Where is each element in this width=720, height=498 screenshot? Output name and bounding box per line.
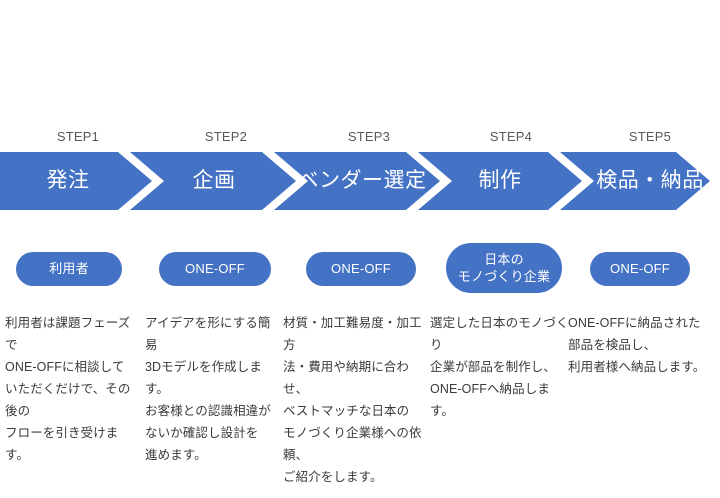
chevron-title-1: 発注	[46, 169, 90, 192]
step-label-3: STEP3	[347, 129, 391, 144]
step-label-4: STEP4	[489, 129, 533, 144]
step-label-2: STEP2	[204, 129, 248, 144]
chevron-shape-2	[130, 152, 296, 210]
chevron-shape-5	[560, 152, 710, 210]
chevron-title-3: ベンダー選定	[297, 169, 427, 192]
actor-badge-4: 日本の モノづくり企業	[446, 243, 562, 293]
chevron-title-4: 制作	[478, 169, 522, 192]
chevron-title-5: 検品・納品	[596, 169, 704, 192]
step-description-1: 利用者は課題フェーズで ONE-OFFに相談して いただくだけで、その後の フロ…	[5, 316, 131, 462]
step-label-1: STEP1	[56, 129, 100, 144]
chevron-title-2: 企画	[192, 169, 236, 192]
actor-badge-1: 利用者	[16, 252, 122, 286]
step-label-5: STEP5	[628, 129, 672, 144]
chevron-shape-1	[0, 152, 152, 210]
actor-badge-5: ONE-OFF	[590, 252, 690, 286]
chevron-shape-3	[274, 152, 440, 210]
step-description-4: 選定した日本のモノづくり 企業が部品を制作し、 ONE-OFFへ納品します。	[430, 316, 569, 418]
actor-badge-2: ONE-OFF	[159, 252, 271, 286]
chevron-shape-4	[418, 152, 582, 210]
actor-badge-3: ONE-OFF	[306, 252, 416, 286]
chevron-band	[0, 146, 720, 216]
step-description-5: ONE-OFFに納品された 部品を検品し、 利用者様へ納品します。	[568, 316, 706, 374]
step-description-2: アイデアを形にする簡易 3Dモデルを作成します。 お客様との認識相違が ないか確…	[145, 316, 271, 462]
step-description-3: 材質・加工難易度・加工方 法・費用や納期に合わせ、 ベストマッチな日本の モノづ…	[283, 316, 422, 484]
